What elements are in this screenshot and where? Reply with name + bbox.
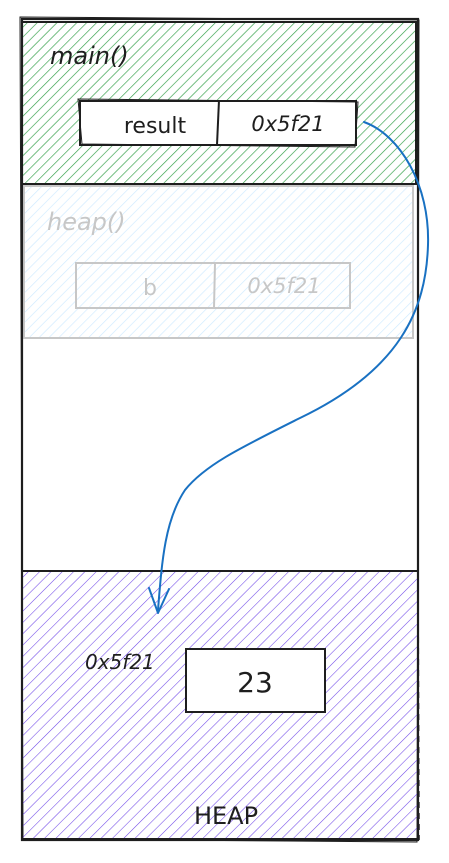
b-variable-name: b [143, 276, 157, 301]
pointer-arrow [148, 121, 430, 614]
result-variable-name: result [124, 114, 187, 139]
b-variable: b 0x5f21 [75, 262, 351, 309]
b-variable-value: 0x5f21 [247, 274, 320, 298]
heap-call-frame-label: heap() [47, 208, 126, 236]
heap-region: 0x5f21 23 HEAP [21, 570, 420, 841]
heap-address-label: 0x5f21 [85, 650, 155, 674]
heap-call-frame: heap() b 0x5f21 [23, 185, 414, 339]
main-frame: main() result 0x5f21 [21, 21, 417, 185]
result-variable: result 0x5f21 [77, 98, 359, 148]
heap-value-box: 23 [185, 648, 326, 713]
main-frame-label: main() [50, 42, 129, 70]
heap-region-label: HEAP [194, 802, 258, 830]
heap-value: 23 [237, 666, 273, 699]
result-variable-value: 0x5f21 [251, 112, 324, 136]
